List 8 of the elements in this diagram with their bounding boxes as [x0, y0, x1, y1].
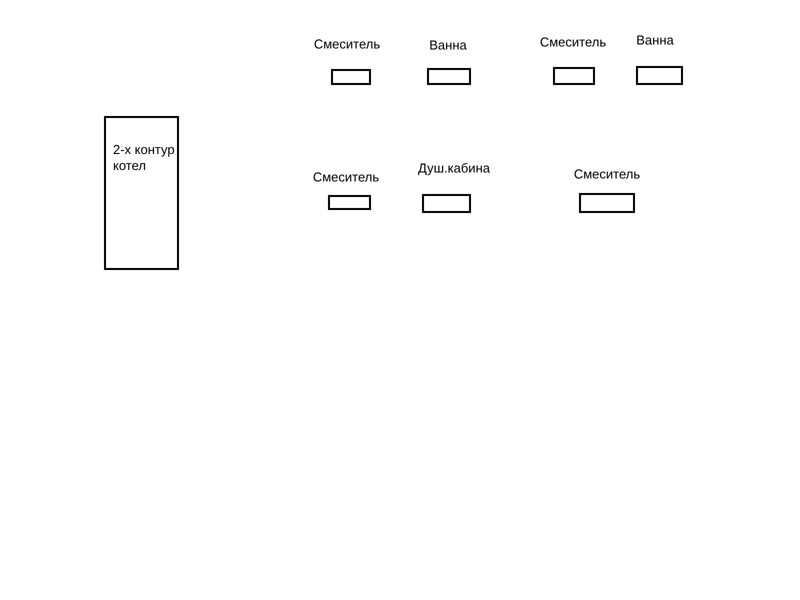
fixture-label: Ванна	[429, 38, 467, 52]
fixture-label: Смеситель	[574, 166, 640, 182]
boiler-label: 2-х контур котел	[113, 142, 176, 174]
fixture-label: Душ.кабина	[418, 160, 490, 176]
fixture-label: Ванна	[636, 32, 674, 48]
fixture-label: Смеситель	[312, 170, 380, 184]
fixture-label: Смеситель	[314, 36, 380, 52]
fixture-label: Смеситель	[540, 34, 606, 50]
